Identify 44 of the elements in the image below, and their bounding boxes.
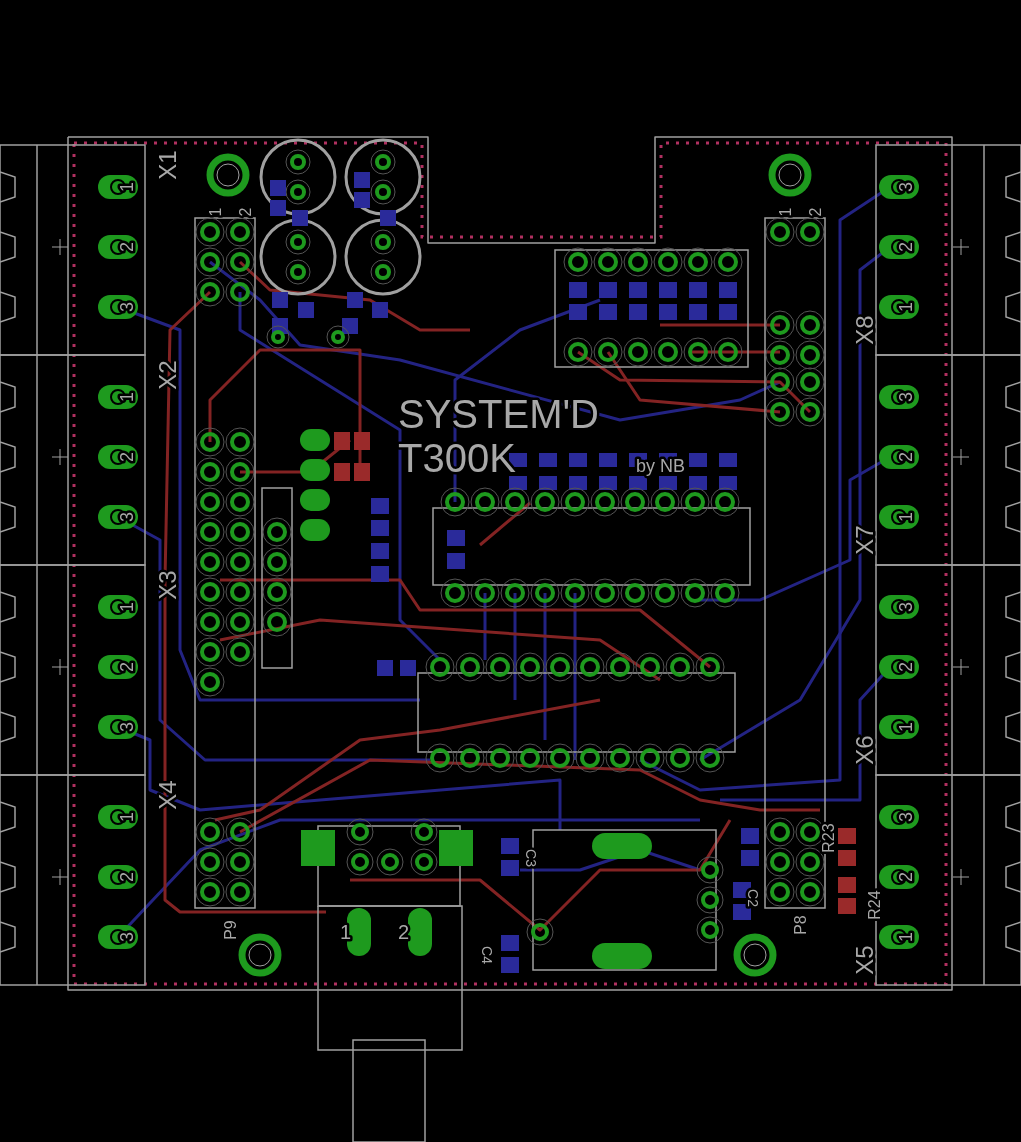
pin-number: 1	[895, 512, 916, 522]
part-label: R23	[820, 823, 838, 853]
part-label: X6	[851, 735, 879, 765]
part-label: X3	[154, 570, 182, 600]
part-label: R24	[866, 890, 884, 920]
pin-number: 3	[895, 812, 916, 822]
part-label: X7	[851, 525, 879, 555]
part-label: X4	[154, 780, 182, 810]
pin-number: 2	[237, 207, 255, 217]
part-label: X8	[851, 315, 879, 345]
pin-number: 3	[116, 302, 137, 312]
pin-number: 3	[895, 182, 916, 192]
pin-number: 3	[116, 722, 137, 732]
pin-number: 1	[116, 812, 137, 822]
pin-number: 3	[895, 602, 916, 612]
pin-number: 3	[895, 392, 916, 402]
pin-number: 2	[116, 242, 137, 252]
pin-number: 1	[895, 722, 916, 732]
pin-number: 1	[116, 602, 137, 612]
pin-number: 2	[116, 872, 137, 882]
pin-number: 2	[895, 452, 916, 462]
pin-number: 1	[116, 182, 137, 192]
pin-number: 2	[895, 662, 916, 672]
pin-number: 2	[116, 662, 137, 672]
part-label: X1	[154, 150, 182, 180]
pin-number: 2	[116, 452, 137, 462]
pin-number: 1	[777, 207, 795, 217]
part-label: X5	[851, 945, 879, 975]
pin-number: 2	[895, 242, 916, 252]
pin-number: 1	[116, 392, 137, 402]
pin-number: 1	[895, 932, 916, 942]
part-label: C3	[523, 849, 540, 867]
part-label: P8	[792, 915, 810, 935]
part-label: C4	[479, 946, 496, 964]
pin-number: 2	[895, 872, 916, 882]
pin-number: 2	[398, 921, 410, 943]
part-label: C2	[745, 889, 762, 907]
pin-number: 3	[116, 932, 137, 942]
pin-number: 1	[207, 207, 225, 217]
pin-number: 1	[895, 302, 916, 312]
pin-number: 2	[807, 207, 825, 217]
part-label: X2	[154, 360, 182, 390]
part-label: P9	[222, 920, 240, 940]
pin-number: 3	[116, 512, 137, 522]
